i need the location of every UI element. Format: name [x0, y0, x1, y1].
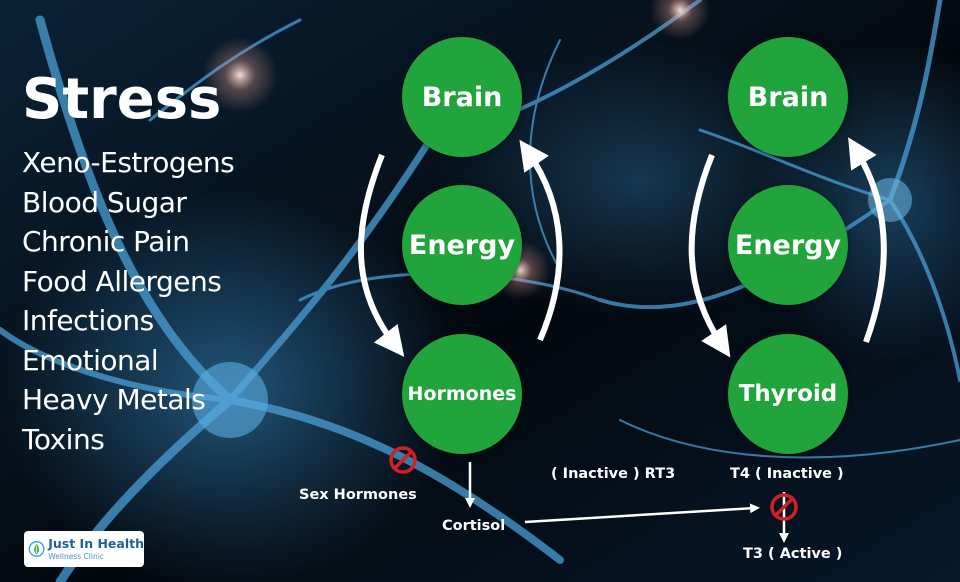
stressor-item: Infections — [22, 304, 154, 337]
t3-label: T3 ( Active ) — [743, 546, 843, 562]
left-energy-node: Energy — [402, 185, 522, 305]
arrow-cortisol-to-t4-block — [524, 503, 760, 524]
left-brain-node: Brain — [402, 37, 522, 157]
leaf-drop-icon — [28, 541, 45, 557]
logo-tagline: Wellness Clinic — [48, 551, 104, 561]
hormones-node: Hormones — [402, 334, 522, 454]
stressor-item: Food Allergens — [22, 264, 222, 298]
sex-hormones-label: Sex Hormones — [299, 487, 417, 503]
stressor-item: Emotional — [22, 343, 159, 377]
blocked-icon-t4-conversion — [770, 493, 798, 521]
t4-label: T4 ( Inactive ) — [730, 466, 844, 482]
stressor-item: Toxins — [22, 422, 105, 456]
arrow-brain-to-thyroid-right — [688, 153, 731, 358]
right-brain-node: Brain — [728, 37, 848, 157]
blocked-icon-sex-hormones — [389, 446, 417, 474]
logo-name: Just In Health — [48, 536, 144, 551]
stress-title: Stress — [22, 67, 222, 132]
arrow-hormones-to-brain-left — [519, 139, 563, 342]
right-energy-node: Energy — [728, 185, 848, 305]
stressor-item: Heavy Metals — [22, 383, 206, 416]
stressor-item: Xeno-Estrogens — [22, 146, 235, 179]
cortisol-label: Cortisol — [442, 518, 506, 534]
stressor-list: Xeno-Estrogens Blood Sugar Chronic Pain … — [22, 143, 235, 459]
arrow-thyroid-to-brain-right — [848, 137, 887, 344]
stressor-item: Chronic Pain — [22, 225, 190, 258]
stressor-item: Blood Sugar — [22, 185, 187, 219]
rt3-label: ( Inactive ) RT3 — [551, 466, 676, 482]
clinic-logo: Just In Health Wellness Clinic — [24, 531, 144, 567]
arrow-brain-to-hormones-left — [357, 153, 405, 357]
thyroid-node: Thyroid — [728, 334, 848, 454]
